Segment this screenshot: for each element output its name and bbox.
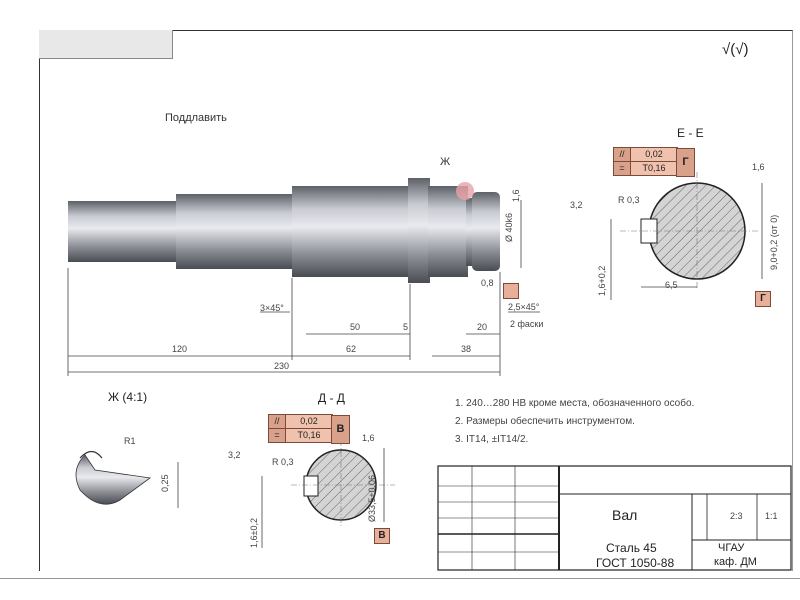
sheet-info: 2:3	[730, 511, 743, 521]
shaft-step-4	[428, 186, 468, 277]
section-dd-diameter: Ø33,5±0,06	[367, 475, 377, 522]
dim-230: 230	[274, 361, 290, 371]
dim-0-8: 0,8	[481, 278, 494, 288]
shaft-dimension-lines	[67, 200, 540, 376]
material-standard: ГОСТ 1050-88	[596, 556, 675, 570]
dim-120: 120	[172, 344, 188, 354]
technical-notes: 1. 240…280 HB кроме места, обозначенного…	[455, 395, 694, 449]
datum-letter: В	[331, 415, 350, 444]
chamfer-right-label: 2,5×45°	[508, 302, 540, 312]
section-dd-tolerance-frame: //0,02 =Т0,16 В	[268, 414, 350, 444]
shaft-roughness-label: 1,6	[511, 189, 521, 202]
note-3: 3. IT14, ±IT14/2.	[455, 434, 529, 445]
shaft-step-3	[292, 186, 410, 277]
detail-zh-title: Ж (4:1)	[108, 390, 148, 404]
note-2: 2. Размеры обеспечить инструментом.	[455, 416, 635, 427]
roughness-mark: √(√)	[722, 41, 749, 58]
detail-zh-mark: Ж	[440, 156, 451, 168]
dim-50: 50	[350, 322, 361, 332]
section-ee-radius: R 0,3	[618, 195, 640, 205]
view-label: Поддлавить	[165, 112, 227, 124]
chamfers-note: 2 фаски	[510, 319, 544, 329]
shaft-collar	[408, 178, 430, 283]
department: каф. ДМ	[714, 556, 757, 568]
part-material: Сталь 45	[606, 541, 657, 555]
parallelism-symbol: //	[269, 415, 286, 428]
shaft-groove	[466, 198, 474, 266]
shaft-step-2	[176, 194, 294, 269]
section-ee-roughness-2: 1,6	[752, 162, 765, 172]
detail-marker	[456, 182, 474, 200]
dim-5: 5	[403, 322, 409, 332]
shaft-datum-box	[503, 283, 519, 299]
dim-20: 20	[477, 322, 488, 332]
tolerance-value-1: 0,02	[631, 148, 677, 161]
section-ee-width-dim: 6,5	[665, 280, 678, 290]
tolerance-value-2: Т0,16	[286, 429, 332, 442]
corner-stamp	[39, 30, 173, 59]
title-block-grid	[437, 465, 792, 571]
chamfer-left-label: 3×45°	[260, 303, 284, 313]
symmetry-symbol: =	[614, 162, 631, 175]
section-ee-tolerance-frame: //0,02 =Т0,16 Г	[613, 147, 695, 177]
section-dd-left-dim: 1,6±0,2	[249, 518, 259, 548]
page-bottom-border	[0, 578, 800, 579]
organization: ЧГАУ	[718, 542, 745, 554]
scale: 1:1	[765, 511, 778, 521]
shaft-view	[68, 178, 500, 283]
detail-zh-dim: 0,25	[160, 474, 170, 492]
section-ee-roughness: 3,2	[570, 200, 583, 210]
tolerance-value-1: 0,02	[286, 415, 332, 428]
drawing-frame	[39, 30, 793, 571]
section-dd-roughness-2: 1,6	[362, 433, 375, 443]
section-ee-left-dim: 1,6+0,2	[597, 265, 607, 296]
section-ee-datum-bottom: Г	[755, 291, 771, 307]
dim-38: 38	[461, 344, 472, 354]
shaft-end	[472, 192, 500, 271]
part-name: Вал	[612, 507, 638, 523]
section-dd-roughness: 3,2	[228, 450, 241, 460]
note-1: 1. 240…280 HB кроме места, обозначенного…	[455, 398, 695, 409]
section-dd	[261, 440, 395, 548]
parallelism-symbol: //	[614, 148, 631, 161]
section-dd-title: Д - Д	[318, 391, 345, 405]
shaft-step-1	[68, 201, 178, 262]
section-ee-vertical-dim: 9,0+0,2 (от 0)	[769, 214, 779, 270]
datum-letter: Г	[676, 148, 695, 177]
section-dd-radius: R 0,3	[272, 457, 294, 467]
section-ee-title: Е - Е	[677, 126, 704, 140]
tolerance-value-2: Т0,16	[631, 162, 677, 175]
symmetry-symbol: =	[269, 429, 286, 442]
section-dd-datum-bottom: В	[374, 528, 390, 544]
section-ee	[610, 172, 763, 300]
detail-zh	[75, 450, 179, 508]
thread-diameter-label: Ø 40k6	[504, 212, 514, 242]
dim-62: 62	[346, 344, 357, 354]
detail-zh-radius: R1	[124, 436, 136, 446]
